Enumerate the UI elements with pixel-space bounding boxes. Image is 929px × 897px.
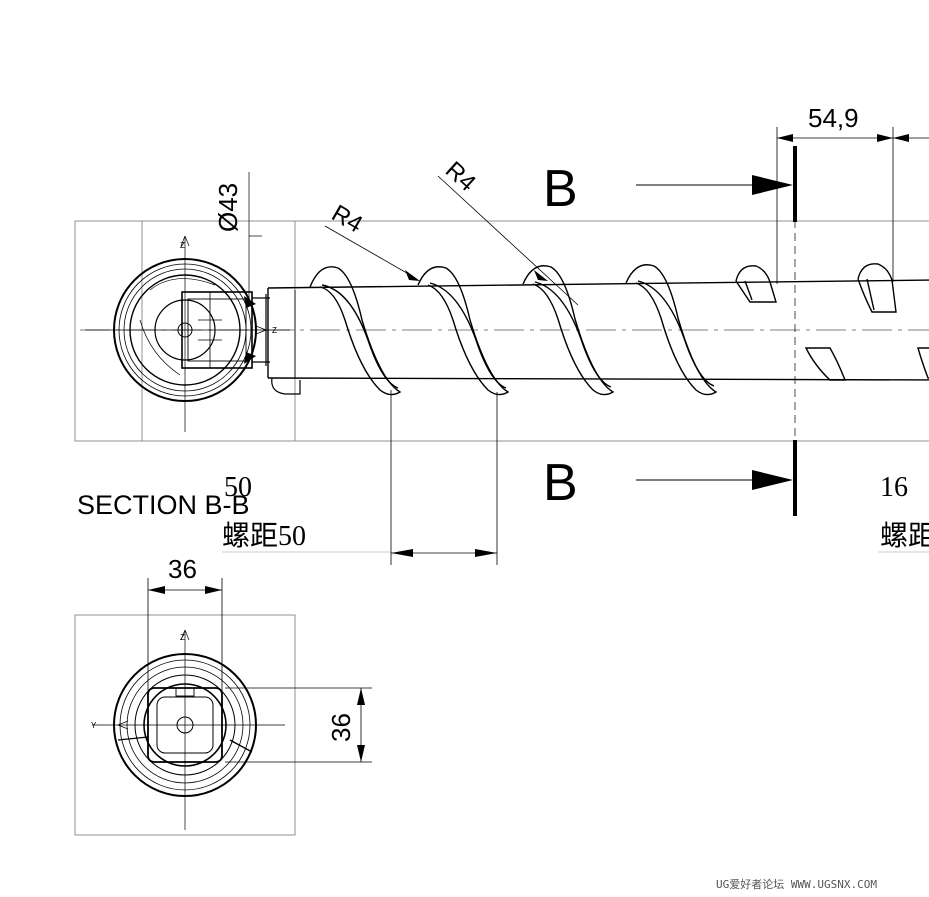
dim-36-side-arrows	[357, 688, 365, 762]
dim-36-top-arrows	[148, 586, 222, 594]
screw-flights	[309, 263, 929, 396]
pitch-dim-arrows	[391, 549, 497, 557]
pitch-right-label: 螺距	[880, 520, 929, 552]
screw-body	[80, 220, 929, 445]
phi43-dim-lines	[248, 172, 262, 300]
phi43-label: Ø43	[213, 183, 243, 232]
section-letter-top: B	[543, 160, 578, 218]
r4-leaders	[324, 175, 579, 306]
axis-z-main-v: Z	[180, 241, 185, 250]
axis-z-section: Z	[180, 633, 185, 642]
axis-y-section: Y	[91, 721, 97, 730]
section-cut-marks	[636, 146, 797, 516]
r4-right-label: R4	[440, 156, 481, 197]
watermark: UG爱好者论坛 WWW.UGSNX.COM	[716, 877, 877, 891]
end-view-axes	[85, 235, 290, 432]
section-title-text: SECTION B-B	[77, 490, 250, 520]
main-view-frame	[74, 220, 929, 442]
dim-54-9-arrows	[777, 134, 909, 142]
section-cut-arrows	[752, 175, 793, 490]
pitch-left-label: 螺距50	[222, 520, 306, 552]
axis-z-main-h: Z	[272, 326, 277, 335]
section-view-axes	[92, 629, 285, 830]
section-letter-bottom: B	[543, 454, 578, 512]
pitch-left-value: 50	[224, 472, 252, 503]
section-title: SECTION B-B	[77, 490, 250, 520]
dim-54-9-label: 54,9	[808, 103, 859, 133]
section-view-frame	[74, 614, 296, 836]
r4-arrowheads	[405, 270, 548, 281]
dim-36-side-label: 36	[326, 713, 356, 742]
r4-left-label: R4	[327, 200, 367, 239]
dim-54-9-lines	[776, 127, 929, 284]
end-view-arrowheads	[244, 296, 256, 364]
dim-36-top-label: 36	[168, 554, 197, 584]
pitch-right-value: 16	[880, 472, 908, 503]
